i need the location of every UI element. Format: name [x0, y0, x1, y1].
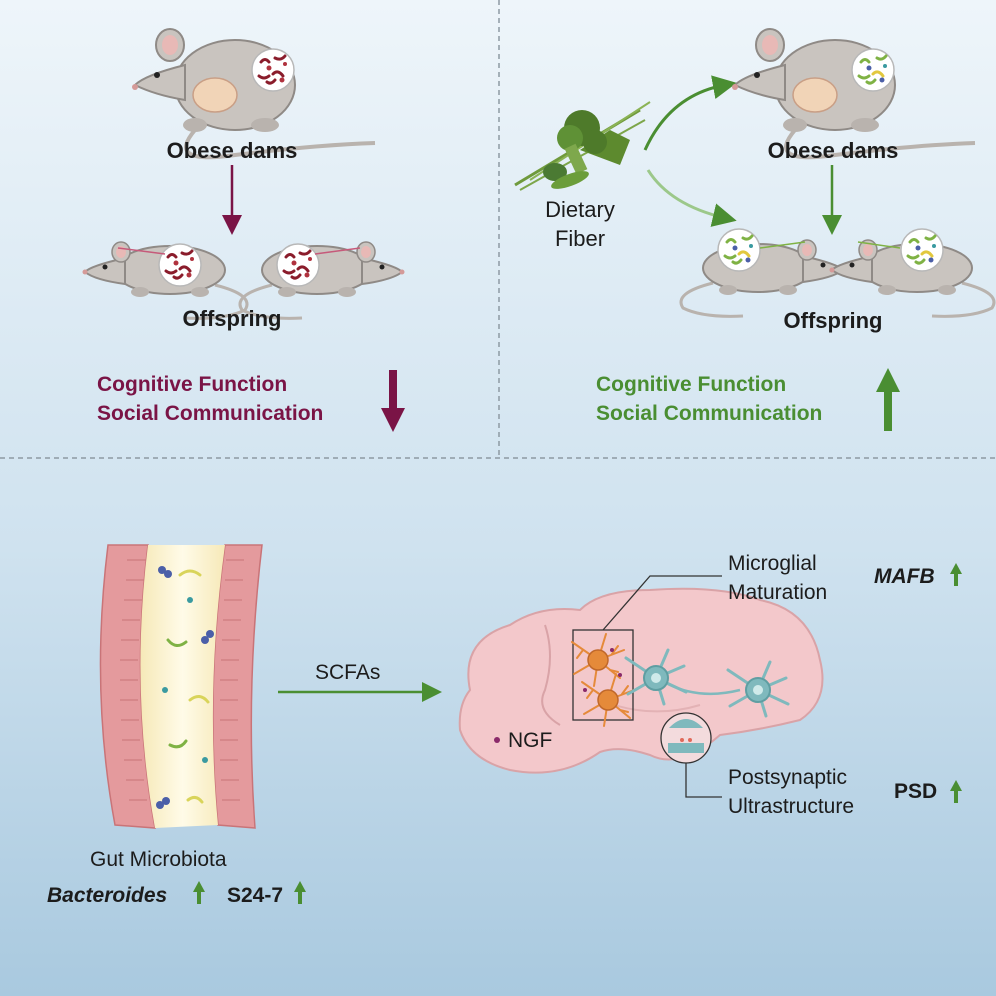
microglial-line1: Microglial: [728, 552, 817, 575]
psd-label: PSD: [894, 780, 938, 803]
right-dams-label: Obese dams: [767, 138, 899, 163]
ngf-dot: [494, 737, 500, 743]
bacteroides-label: Bacteroides: [47, 884, 168, 907]
left-offspring-a-link: [117, 247, 166, 255]
left-offspring-a-inset-icon: [157, 242, 203, 288]
postsynaptic-line2: Ultrastructure: [728, 795, 855, 818]
left-offspring-b-inset-icon: [275, 242, 321, 288]
mafb-up-arrow-icon: [950, 563, 962, 586]
synapse-icon: [660, 712, 712, 764]
right-outcome-line1: Cognitive Function: [596, 373, 787, 396]
fiber-label-line1: Dietary: [545, 197, 615, 222]
scfas-label: SCFAs: [315, 661, 381, 684]
left-offspring-b-link: [314, 247, 361, 255]
psd-up-arrow-icon: [950, 780, 962, 803]
left-outcome-line2: Social Communication: [97, 402, 324, 425]
postsynaptic-line1: Postsynaptic: [728, 766, 848, 789]
vegetables-icon: [514, 101, 651, 191]
microglial-line2: Maturation: [728, 581, 828, 604]
up-arrow-icon: [876, 368, 900, 431]
right-offspring-label: Offspring: [783, 308, 883, 333]
down-arrow-icon: [381, 370, 405, 432]
gut-tube-icon: [99, 544, 263, 829]
left-outcome-line1: Cognitive Function: [97, 373, 288, 396]
right-outcome-line2: Social Communication: [596, 402, 823, 425]
ngf-label: NGF: [508, 729, 553, 752]
right-offspring-b-inset-icon: [899, 227, 945, 273]
bacteroides-up-arrow-icon: [193, 881, 205, 904]
synapse-callout-line: [685, 763, 722, 798]
fiber-to-offspring-arrow: [646, 169, 737, 227]
fiber-label-line2: Fiber: [554, 226, 606, 251]
gut-microbiota-label: Gut Microbiota: [90, 848, 227, 871]
left-offspring-label: Offspring: [182, 306, 282, 331]
s24-up-arrow-icon: [294, 881, 306, 904]
left-dams-label: Obese dams: [166, 138, 298, 163]
fiber-to-dams-arrow: [643, 75, 737, 151]
right-offspring-mouse-a-icon: [679, 238, 847, 318]
mafb-label: MAFB: [874, 565, 935, 588]
s24-label: S24-7: [227, 884, 284, 907]
right-offspring-a-inset-icon: [716, 227, 762, 273]
microglia-callout-line: [602, 575, 722, 631]
